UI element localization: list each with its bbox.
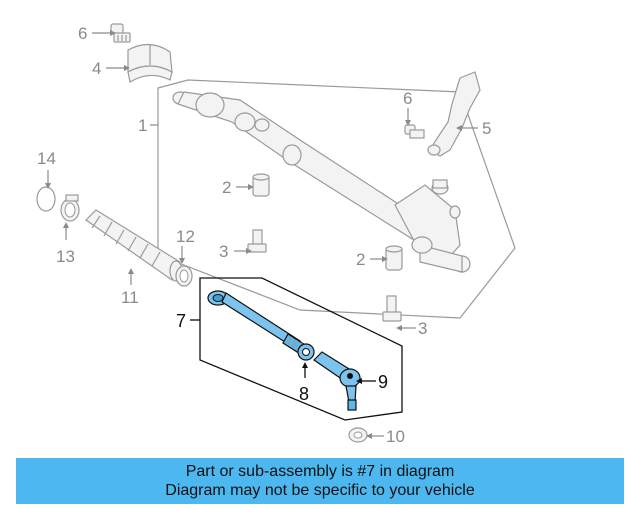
jam-nut-8 bbox=[297, 343, 315, 361]
info-banner: Part or sub-assembly is #7 in diagram Di… bbox=[16, 458, 624, 504]
bolt-3-left bbox=[247, 229, 267, 253]
callout-13: 13 bbox=[56, 247, 75, 266]
rack-boot-11 bbox=[85, 209, 183, 282]
steering-rack-housing bbox=[172, 91, 471, 273]
bolt-6-right bbox=[404, 124, 425, 139]
callout-6-top: 6 bbox=[78, 24, 87, 43]
callout-3-left: 3 bbox=[219, 242, 228, 261]
callout-1: 1 bbox=[138, 116, 147, 135]
ring-14 bbox=[36, 186, 56, 212]
callout-9: 9 bbox=[378, 372, 388, 392]
callout-11: 11 bbox=[121, 288, 139, 307]
bushing-2-upper bbox=[252, 173, 270, 197]
banner-line-2: Diagram may not be specific to your vehi… bbox=[165, 482, 475, 499]
outer-tie-rod-end-9 bbox=[313, 351, 361, 411]
callout-2-upper: 2 bbox=[222, 178, 231, 197]
callout-6-right: 6 bbox=[403, 89, 412, 108]
callout-14: 14 bbox=[37, 149, 56, 168]
callout-3-right: 3 bbox=[418, 319, 427, 338]
nut-10 bbox=[348, 427, 368, 443]
bushing-2-lower bbox=[385, 245, 403, 271]
callout-2-lower: 2 bbox=[356, 250, 365, 269]
inner-tie-rod bbox=[207, 290, 311, 358]
callout-12: 12 bbox=[176, 227, 195, 246]
mounting-arm-5 bbox=[427, 71, 481, 157]
callout-7: 7 bbox=[176, 311, 186, 331]
clamp-13 bbox=[60, 194, 80, 222]
bolt-3-right bbox=[382, 295, 402, 322]
bolt-6-top bbox=[110, 23, 131, 43]
assembly-outline-1 bbox=[157, 79, 516, 319]
subassembly-outline-7 bbox=[199, 277, 403, 421]
clamp-12 bbox=[175, 265, 193, 287]
callout-8: 8 bbox=[299, 384, 309, 404]
clamp-bracket-4 bbox=[127, 43, 173, 83]
banner-line-1: Part or sub-assembly is #7 in diagram bbox=[185, 463, 455, 480]
callout-5: 5 bbox=[482, 119, 491, 138]
parts-diagram: 6 4 1 6 5 bbox=[36, 23, 516, 446]
callout-4: 4 bbox=[92, 59, 101, 78]
callout-10: 10 bbox=[386, 427, 405, 446]
